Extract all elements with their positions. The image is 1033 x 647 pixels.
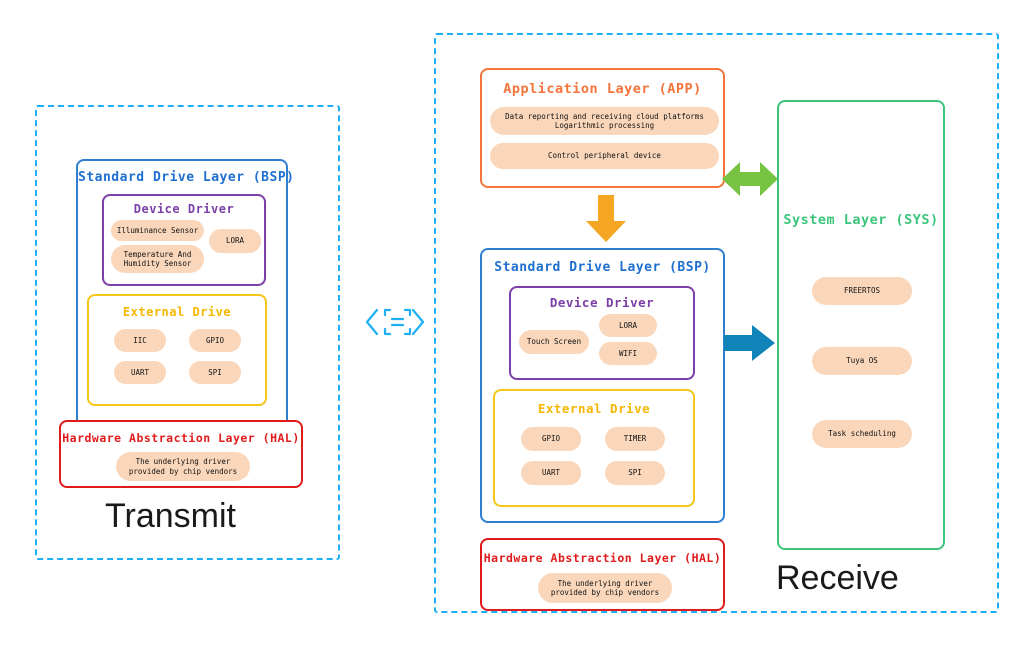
pill-uart[interactable]: UART xyxy=(521,461,581,485)
pill-timer[interactable]: TIMER xyxy=(605,427,665,451)
sys-layer-title: System Layer (SYS) xyxy=(783,212,939,228)
transmit-external-drive-box: External Drive IIC GPIO UART SPI xyxy=(87,294,267,406)
orange-down-arrow xyxy=(584,195,628,243)
receive-device-driver-box: Device Driver Touch Screen LORA WIFI xyxy=(509,286,695,380)
receive-external-drive-box: External Drive GPIO TIMER UART SPI xyxy=(493,389,695,507)
pill-control-peripheral-device[interactable]: Control peripheral device xyxy=(490,143,719,169)
pill-gpio[interactable]: GPIO xyxy=(189,329,241,352)
blue-right-arrow xyxy=(724,323,776,363)
sys-layer-box: System Layer (SYS) FREERTOS Tuya OS Task… xyxy=(777,100,945,550)
pill-task-scheduling[interactable]: Task scheduling xyxy=(812,420,912,448)
pill-illuminance-sensor[interactable]: Illuminance Sensor xyxy=(111,220,204,241)
app-layer-title: Application Layer (APP) xyxy=(503,81,702,97)
transmit-hal-box: Hardware Abstraction Layer (HAL) The und… xyxy=(59,420,303,488)
transmit-device-driver-box: Device Driver Illuminance Sensor Tempera… xyxy=(102,194,266,286)
pill-uart[interactable]: UART xyxy=(114,361,166,384)
wireless-link-icon xyxy=(363,298,427,346)
transmit-hal-title: Hardware Abstraction Layer (HAL) xyxy=(62,431,300,445)
pill-iic[interactable]: IIC xyxy=(114,329,166,352)
receive-external-drive-title: External Drive xyxy=(537,401,651,416)
transmit-external-drive-title: External Drive xyxy=(122,305,232,319)
transmit-label: Transmit xyxy=(105,497,236,535)
receive-bsp-box: Standard Drive Layer (BSP) Device Driver… xyxy=(480,248,725,523)
receive-device-driver-title: Device Driver xyxy=(549,295,655,310)
pill-spi[interactable]: SPI xyxy=(189,361,241,384)
pill-wifi[interactable]: WIFI xyxy=(599,342,657,365)
pill-spi[interactable]: SPI xyxy=(605,461,665,485)
app-layer-box: Application Layer (APP) Data reporting a… xyxy=(480,68,725,188)
receive-label: Receive xyxy=(776,559,899,597)
receive-hal-title: Hardware Abstraction Layer (HAL) xyxy=(483,551,722,565)
receive-panel: Application Layer (APP) Data reporting a… xyxy=(434,33,999,613)
receive-bsp-title: Standard Drive Layer (BSP) xyxy=(494,260,711,275)
receive-hal-box: Hardware Abstraction Layer (HAL) The und… xyxy=(480,538,725,611)
transmit-bsp-box: Standard Drive Layer (BSP) Device Driver… xyxy=(76,159,295,431)
transmit-device-driver-title: Device Driver xyxy=(133,202,235,216)
pill-underlying-driver[interactable]: The underlying driver provided by chip v… xyxy=(538,573,672,603)
transmit-bsp-title: Standard Drive Layer (BSP) xyxy=(78,170,295,185)
green-double-arrow xyxy=(722,157,778,201)
pill-tuya-os[interactable]: Tuya OS xyxy=(812,347,912,375)
transmit-panel: Standard Drive Layer (BSP) Device Driver… xyxy=(35,105,340,560)
pill-temperature-humidity-sensor[interactable]: Temperature And Humidity Sensor xyxy=(111,245,204,273)
pill-freertos[interactable]: FREERTOS xyxy=(812,277,912,305)
pill-gpio[interactable]: GPIO xyxy=(521,427,581,451)
pill-data-reporting[interactable]: Data reporting and receiving cloud platf… xyxy=(490,107,719,135)
pill-lora[interactable]: LORA xyxy=(599,314,657,337)
pill-touch-screen[interactable]: Touch Screen xyxy=(519,330,589,354)
pill-lora[interactable]: LORA xyxy=(209,229,261,253)
pill-underlying-driver[interactable]: The underlying driver provided by chip v… xyxy=(116,452,250,481)
